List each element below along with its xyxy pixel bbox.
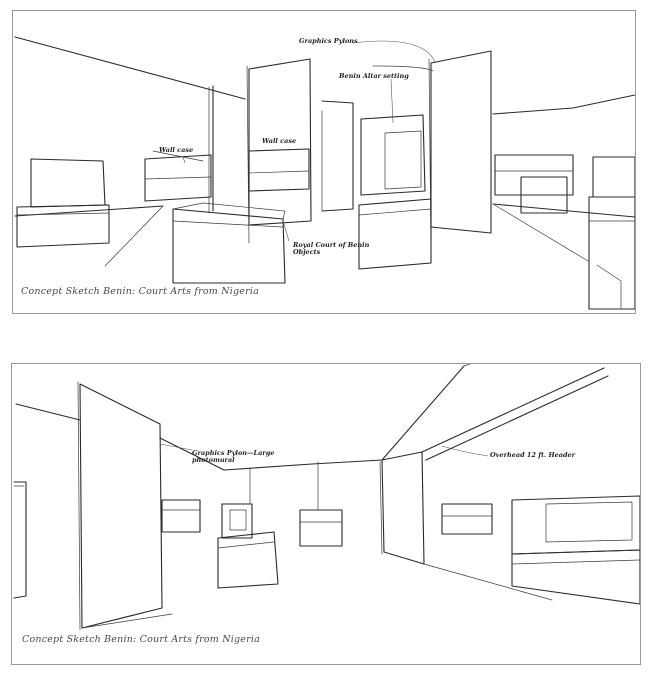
bottom-sketch-drawing [12,364,640,664]
label-wall-case-left: Wall case [159,147,193,154]
label-wall-case-right: Wall case [262,138,296,145]
label-royal-court: Royal Court of Benin Objects [293,242,373,256]
label-overhead-header: Overhead 12 ft. Header [490,452,575,459]
wall-case-right [249,149,309,191]
floor-line-left [82,614,172,628]
right-wall-case [442,504,492,534]
concept-sketch-top: Graphics Pylons Benin Altar setting Wall… [12,10,636,314]
concept-sketch-bottom: Graphics Pylon—Large photomural Overhead… [11,363,641,665]
right-pylon [431,51,491,233]
left-plinth-case [31,159,105,207]
photomural-pylon [80,384,162,628]
right-floor-line [493,204,635,217]
overhead-header-top [422,368,604,452]
label-graphics-pylons: Graphics Pylons [299,38,358,45]
left-plinth-base [17,205,109,247]
altar-base [359,199,431,269]
label-graphics-pylon-large: Graphics Pylon—Large photomural [192,450,276,464]
right-ceiling-diagonal [382,366,464,460]
right-long-base [512,550,640,604]
caption-top: Concept Sketch Benin: Court Arts from Ni… [21,286,259,297]
right-partition [382,452,424,564]
altar-case [361,115,425,195]
center-plinth [218,532,278,588]
label-benin-altar: Benin Altar setting [339,73,409,80]
back-center-case [300,510,342,546]
right-ceiling-line [493,95,635,114]
right-long-case [512,496,640,554]
overhead-header-bottom [426,376,608,460]
right-wall-case [495,155,573,195]
back-left-wall-case [162,500,200,532]
center-vitrine [222,504,252,538]
floor-perspective [105,206,163,266]
royal-court-case [173,209,285,283]
floor-line-right [424,564,552,600]
left-ceiling-line [15,37,245,99]
caption-bottom: Concept Sketch Benin: Court Arts from Ni… [22,634,260,645]
back-wall-opening [322,101,353,211]
far-right-case [593,157,635,197]
top-sketch-drawing [13,11,635,313]
left-ceiling [16,404,80,420]
left-wall-door [14,482,26,598]
